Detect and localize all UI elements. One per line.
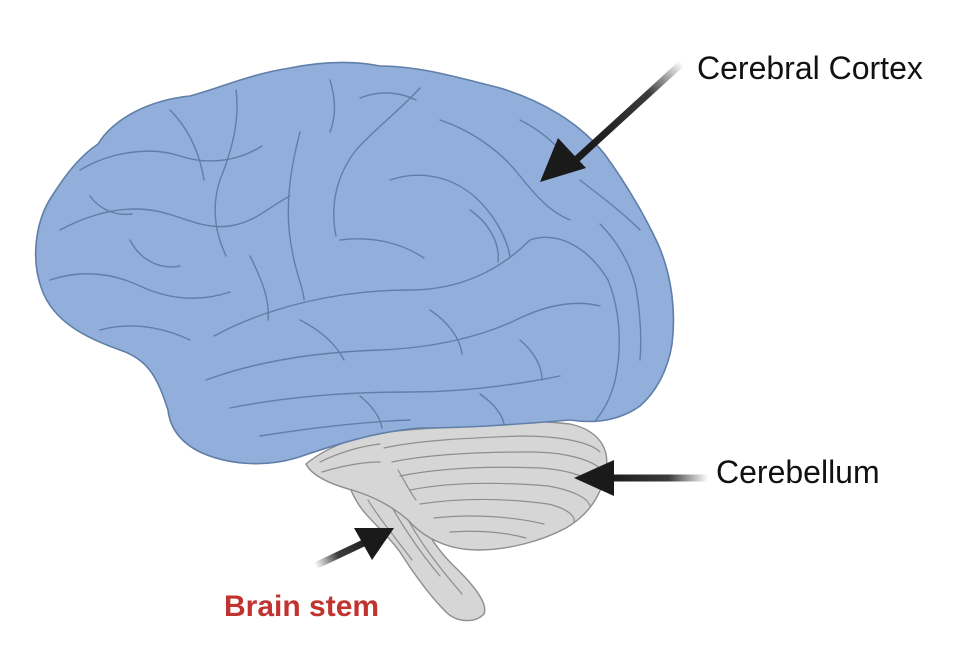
label-brain-stem: Brain stem (224, 590, 380, 623)
arrow-cerebral-cortex (540, 59, 686, 182)
cerebral-cortex (34, 61, 675, 465)
arrow-icon (574, 460, 614, 496)
label-cerebellum: Cerebellum (716, 454, 880, 490)
arrow-brain-stem (311, 528, 394, 570)
label-cerebral-cortex: Cerebral Cortex (697, 50, 923, 86)
arrow-icon (540, 138, 586, 182)
arrow-cerebellum (574, 460, 712, 496)
arrow-icon (354, 528, 394, 560)
